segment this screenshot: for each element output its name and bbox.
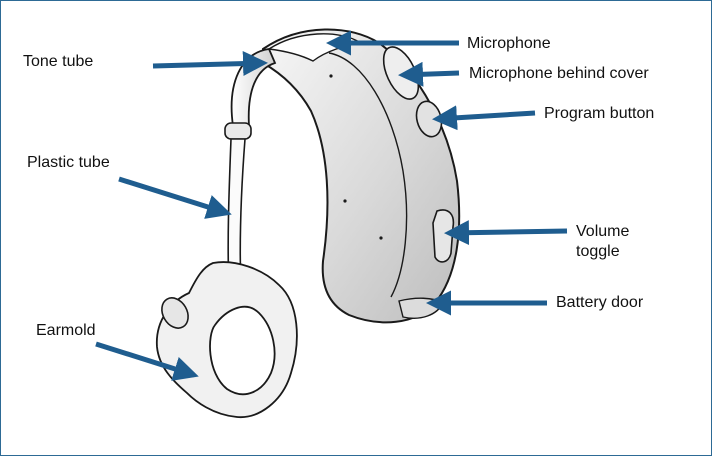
arrow-program-button [437, 113, 535, 119]
housing-dot [379, 236, 382, 239]
arrow-microphone-cover [403, 73, 459, 75]
label-tone-tube: Tone tube [23, 52, 93, 72]
arrow-volume-toggle [449, 231, 567, 233]
label-battery-door: Battery door [556, 293, 643, 313]
earmold [157, 262, 297, 417]
label-microphone: Microphone [467, 34, 551, 54]
volume-toggle [433, 210, 453, 262]
label-volume-toggle-line2: toggle [576, 242, 666, 262]
tube-connector [225, 123, 251, 139]
label-volume-toggle: Volume toggle [576, 222, 666, 262]
arrow-plastic-tube [119, 179, 227, 213]
label-volume-toggle-line1: Volume [576, 222, 666, 242]
housing-dot [343, 199, 346, 202]
label-microphone-behind-cover: Microphone behind cover [469, 64, 649, 84]
label-plastic-tube: Plastic tube [27, 153, 110, 173]
label-program-button: Program button [544, 104, 654, 124]
housing-dot [329, 74, 332, 77]
arrow-tone-tube [153, 63, 263, 66]
tone-tube [232, 49, 275, 126]
label-earmold: Earmold [36, 321, 96, 341]
